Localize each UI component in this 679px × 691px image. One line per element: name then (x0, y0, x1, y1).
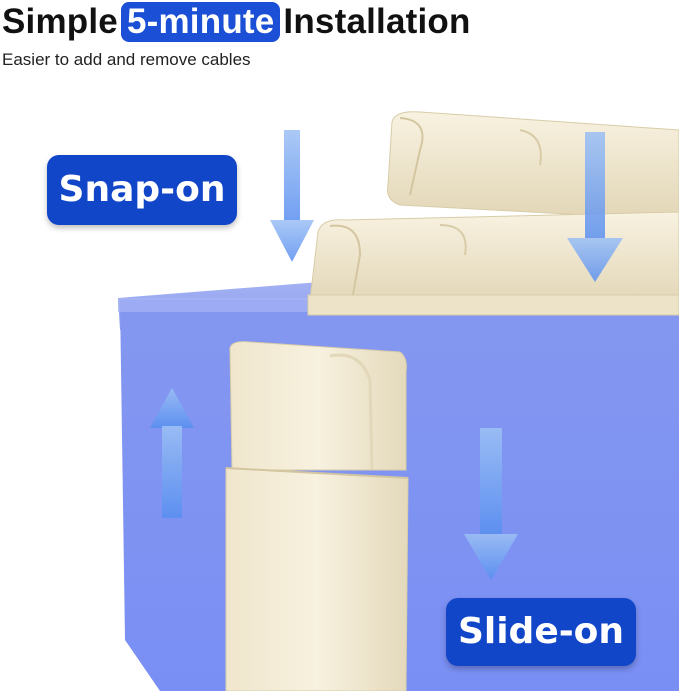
down-arrow-icon (464, 428, 518, 580)
subtitle: Easier to add and remove cables (2, 50, 251, 69)
up-arrow-icon (150, 388, 194, 518)
title-suffix: Installation (283, 2, 471, 41)
snap-on-badge: Snap-on (47, 155, 237, 225)
down-arrow-icon (270, 130, 314, 262)
down-arrow-icon (567, 132, 623, 282)
raceway-back (387, 111, 679, 221)
raceway-front (307, 211, 679, 316)
slide-on-badge: Slide-on (446, 598, 636, 666)
title-highlight: 5-minute (120, 2, 281, 42)
raceway-vertical (225, 341, 409, 691)
title-prefix: Simple (2, 2, 118, 41)
